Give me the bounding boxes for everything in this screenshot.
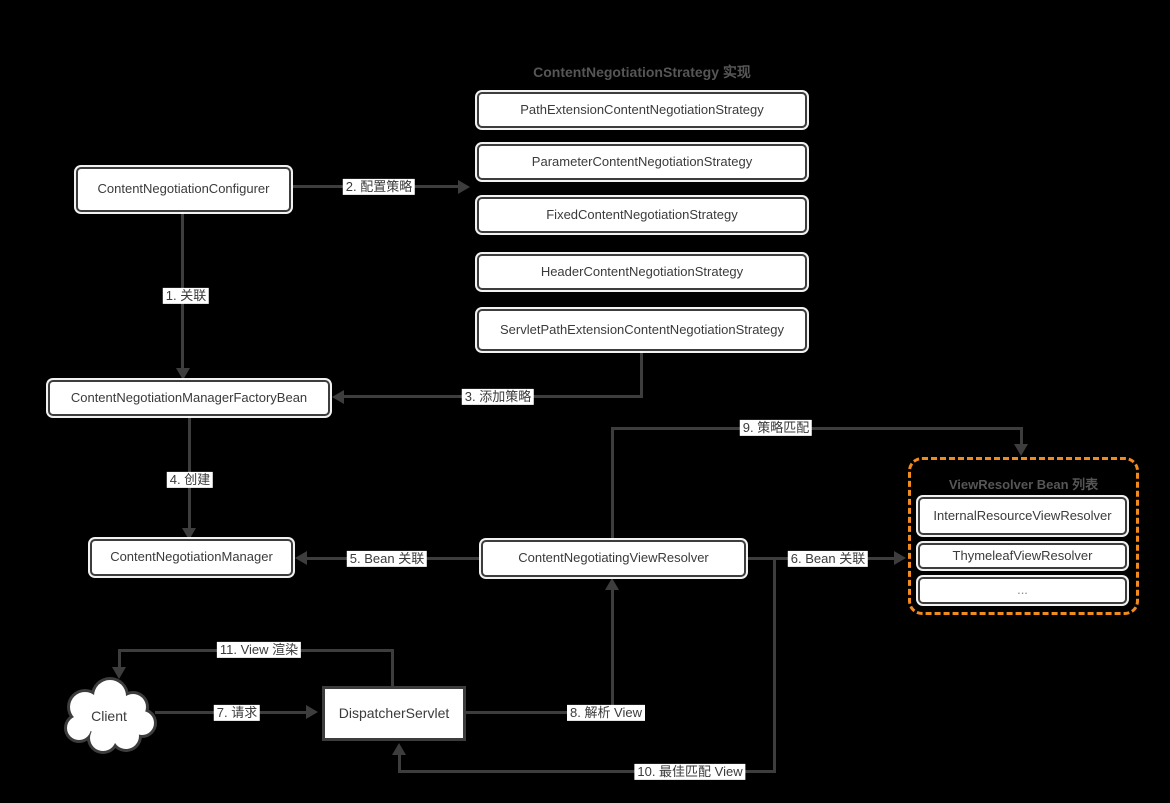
- node-dispatcher-servlet: DispatcherServlet: [322, 686, 466, 741]
- node-path-extension-strategy: PathExtensionContentNegotiationStrategy: [477, 92, 807, 128]
- edge1-label: 1. 关联: [162, 287, 210, 305]
- edge1-arrowhead: [176, 368, 190, 380]
- node-content-negotiation-manager: ContentNegotiationManager: [90, 539, 293, 576]
- node-header-strategy: HeaderContentNegotiationStrategy: [477, 254, 807, 290]
- edge3-arrowhead: [332, 390, 344, 404]
- edge5-label: 5. Bean 关联: [346, 550, 428, 568]
- edge10-arrowhead: [392, 743, 406, 755]
- edge9-label: 9. 策略匹配: [739, 419, 813, 437]
- view-resolver-list-container: [908, 457, 1139, 615]
- edge11-line-v-right: [391, 649, 394, 686]
- client-cloud: Client: [59, 677, 159, 755]
- node-manager-factory-bean: ContentNegotiationManagerFactoryBean: [48, 380, 330, 416]
- edge11-arrowhead: [112, 667, 126, 679]
- edge9-arrowhead: [1014, 444, 1028, 456]
- node-more-resolvers: ...: [918, 577, 1127, 604]
- node-internal-resource-view-resolver: InternalResourceViewResolver: [918, 497, 1127, 535]
- node-content-negotiation-configurer: ContentNegotiationConfigurer: [76, 167, 291, 212]
- node-fixed-strategy: FixedContentNegotiationStrategy: [477, 197, 807, 233]
- node-thymeleaf-view-resolver: ThymeleafViewResolver: [918, 543, 1127, 569]
- node-content-negotiating-view-resolver: ContentNegotiatingViewResolver: [481, 540, 746, 577]
- edge3-line-v: [640, 349, 643, 398]
- edge8-line-h: [466, 711, 614, 714]
- edge10-label: 10. 最佳匹配 View: [634, 763, 746, 781]
- edge8-label: 8. 解析 View: [566, 704, 646, 722]
- edge4-arrowhead: [182, 528, 196, 540]
- edge8-arrowhead: [605, 578, 619, 590]
- edge2-arrowhead: [458, 180, 470, 194]
- edge10-line-v-left: [398, 755, 401, 772]
- edge11-label: 11. View 渲染: [216, 641, 302, 659]
- edge10-line-h: [398, 770, 776, 773]
- edge7-arrowhead: [306, 705, 318, 719]
- edge7-label: 7. 请求: [213, 704, 261, 722]
- edge3-label: 3. 添加策略: [461, 388, 535, 406]
- edge11-line-v-left: [118, 649, 121, 668]
- view-resolver-list-title: ViewResolver Bean 列表: [948, 477, 1099, 492]
- node-servlet-path-extension-strategy: ServletPathExtensionContentNegotiationSt…: [477, 309, 807, 351]
- edge9-line-v-left: [611, 427, 614, 540]
- edge9-line-v-right: [1020, 427, 1023, 445]
- edge6-arrowhead: [894, 551, 906, 565]
- edge5-arrowhead: [295, 551, 307, 565]
- edge8-line-v: [611, 589, 614, 713]
- edge6-label: 6. Bean 关联: [787, 550, 869, 568]
- node-parameter-strategy: ParameterContentNegotiationStrategy: [477, 144, 807, 180]
- cloud-icon: [64, 677, 157, 754]
- edge9-line-h: [611, 427, 1023, 430]
- edge2-label: 2. 配置策略: [342, 178, 416, 196]
- edge10-line-v-right: [773, 560, 776, 773]
- client-label: Client: [91, 708, 127, 724]
- edge4-label: 4. 创建: [166, 471, 214, 489]
- strategy-group-title: ContentNegotiationStrategy 实现: [533, 64, 751, 80]
